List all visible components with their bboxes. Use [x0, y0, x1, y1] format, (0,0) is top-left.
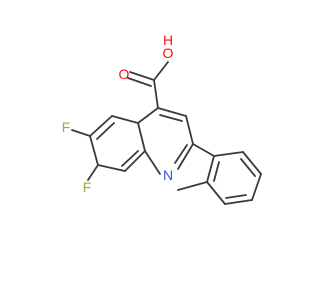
atom-label-carbonyl-oxygen: O	[119, 66, 130, 82]
atom-label-hydroxyl-hydrogen: H	[163, 32, 173, 48]
double-bond-inner	[96, 122, 115, 140]
double-bond-inner	[225, 194, 247, 199]
pyridine-ring	[137, 107, 194, 175]
bond	[144, 150, 161, 175]
bond	[97, 164, 126, 172]
double-bond-inner	[213, 161, 220, 182]
molecule-structure: O H O F F N	[62, 32, 262, 205]
bond	[153, 61, 169, 81]
double-bond-inner	[121, 150, 139, 167]
tolyl-ring	[177, 143, 262, 205]
bond	[87, 164, 99, 181]
bond	[71, 129, 91, 137]
benzo-ring	[89, 115, 146, 172]
carboxylic-acid	[127, 61, 169, 109]
bond	[129, 71, 155, 81]
double-bond-inner	[159, 114, 183, 122]
bond	[242, 151, 262, 175]
double-bond-inner	[174, 144, 188, 164]
bond	[157, 107, 187, 117]
bond	[213, 151, 244, 157]
bond	[111, 115, 139, 124]
atom-label-fluorine-8: F	[83, 179, 92, 195]
bond	[153, 79, 159, 109]
bond	[251, 173, 262, 201]
double-bond-inner	[127, 77, 152, 87]
atom-label-ring-nitrogen: N	[163, 167, 173, 183]
double-bond-inner	[240, 158, 256, 177]
bond	[137, 122, 146, 152]
atom-label-hydroxyl-oxygen: O	[163, 45, 174, 61]
bond	[224, 199, 253, 205]
methyl-bond	[177, 181, 208, 191]
bond	[192, 143, 215, 157]
bond	[185, 115, 194, 145]
bond	[177, 143, 194, 170]
bond	[89, 135, 99, 166]
bond	[206, 155, 215, 183]
bond	[89, 115, 113, 137]
bond	[124, 150, 146, 172]
bond	[206, 181, 226, 205]
bond	[137, 107, 159, 124]
atom-label-fluorine-6: F	[62, 119, 71, 135]
